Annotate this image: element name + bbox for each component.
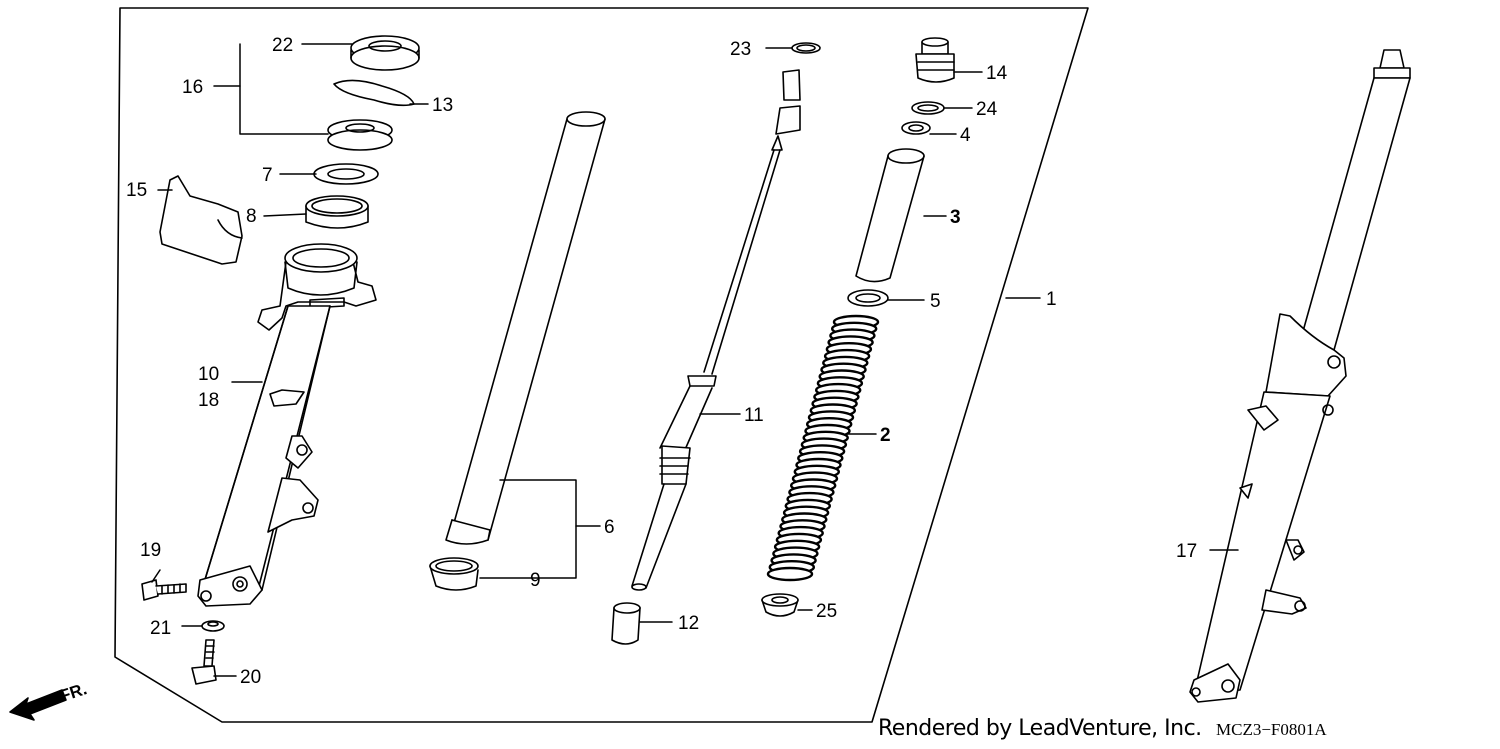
oil-seal-lower-part[interactable]	[327, 119, 393, 151]
callout-12[interactable]: 12	[678, 613, 699, 634]
inner-fork-tube-part[interactable]	[445, 111, 606, 545]
callout-17[interactable]: 17	[1176, 541, 1197, 562]
seal-washer-part[interactable]	[313, 163, 379, 185]
o-ring-24-part[interactable]	[911, 101, 945, 115]
fork-guard-part[interactable]	[159, 175, 243, 265]
snap-ring-part[interactable]	[333, 79, 415, 107]
callout-3[interactable]: 3	[950, 207, 961, 228]
guide-bushing-part[interactable]	[305, 195, 369, 229]
callout-numbers: 22 16 13 7 15 8 10 18 19 21 20 6 9 11 12…	[126, 35, 1197, 688]
callout-14[interactable]: 14	[986, 63, 1008, 84]
callout-4[interactable]: 4	[960, 125, 971, 146]
slider-bushing-part[interactable]	[429, 557, 479, 591]
oil-seal-top-part[interactable]	[350, 35, 420, 71]
callout-7[interactable]: 7	[262, 165, 273, 186]
callout-20[interactable]: 20	[240, 667, 261, 688]
callout-25[interactable]: 25	[816, 601, 837, 622]
callout-6[interactable]: 6	[604, 517, 615, 538]
callout-2[interactable]: 2	[880, 425, 891, 446]
callout-10[interactable]: 10	[198, 364, 219, 385]
assembled-fork-part[interactable]	[1189, 49, 1411, 703]
collar-part[interactable]	[611, 602, 641, 645]
o-ring-23-part[interactable]	[791, 42, 821, 54]
callout-23[interactable]: 23	[730, 39, 751, 60]
fork-spring-part[interactable]	[766, 314, 880, 582]
callout-16[interactable]: 16	[182, 77, 203, 98]
callout-18[interactable]: 18	[198, 390, 219, 411]
bolt-20-part[interactable]	[191, 639, 217, 685]
front-direction-label: FR.	[57, 679, 89, 706]
callout-5[interactable]: 5	[930, 291, 941, 312]
callout-8[interactable]: 8	[246, 206, 257, 227]
spring-stopper-25-part[interactable]	[761, 593, 799, 617]
fork-cap-bolt-part[interactable]	[915, 37, 955, 83]
assembly-boundary	[114, 7, 1089, 723]
spring-collar-3-part[interactable]	[855, 148, 925, 283]
spring-seat-5-part[interactable]	[847, 289, 889, 307]
callout-1[interactable]: 1	[1046, 289, 1057, 310]
damper-rod-part[interactable]	[631, 69, 801, 591]
callout-9[interactable]: 9	[530, 570, 541, 591]
callout-13[interactable]: 13	[432, 95, 453, 116]
washer-21-part[interactable]	[201, 620, 225, 632]
callout-15[interactable]: 15	[126, 180, 147, 201]
front-arrow-icon	[9, 689, 67, 721]
diagram-code: MCZ3−F0801A	[1216, 720, 1327, 739]
leader-lines	[151, 43, 1239, 677]
bolt-19-part[interactable]	[141, 579, 187, 601]
render-credit: Rendered by LeadVenture, Inc.	[878, 716, 1202, 741]
front-direction-indicator: FR.	[9, 679, 89, 721]
callout-24[interactable]: 24	[976, 99, 998, 120]
callout-19[interactable]: 19	[140, 540, 161, 561]
callout-22[interactable]: 22	[272, 35, 293, 56]
callout-21[interactable]: 21	[150, 618, 171, 639]
outer-fork-tube-part[interactable]	[197, 243, 377, 607]
spring-seat-4-part[interactable]	[901, 121, 931, 135]
callout-11[interactable]: 11	[744, 405, 764, 426]
